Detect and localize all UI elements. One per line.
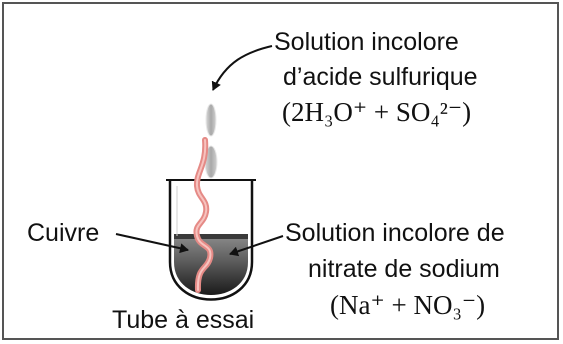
nitrate-label-line2: nitrate de sodium bbox=[308, 255, 500, 283]
copper-wire-shade bbox=[195, 139, 212, 291]
acid-drop-top bbox=[205, 103, 217, 137]
test-tube-label: Tube à essai bbox=[112, 306, 255, 334]
nitrate-label-arrow bbox=[229, 235, 284, 257]
acid-label-line2: d’acide sulfurique bbox=[283, 63, 478, 91]
solution-surface bbox=[174, 234, 248, 239]
tube-outline bbox=[168, 180, 254, 301]
acid-label-arrow bbox=[211, 45, 273, 91]
acid-drops bbox=[204, 103, 218, 179]
nitrate-label-line1: Solution incolore de bbox=[285, 219, 505, 247]
tube-solution bbox=[174, 236, 248, 295]
test-tube bbox=[166, 179, 256, 301]
diagram-frame bbox=[2, 2, 559, 340]
nitrate-formula: (Na⁺ + NO₃⁻) bbox=[330, 290, 486, 320]
acid-formula: (2H₃O⁺ + SO₄²⁻) bbox=[282, 97, 472, 127]
acid-label-line1: Solution incolore bbox=[274, 28, 459, 56]
copper-label: Cuivre bbox=[27, 219, 100, 247]
copper-label-arrow bbox=[115, 233, 189, 254]
